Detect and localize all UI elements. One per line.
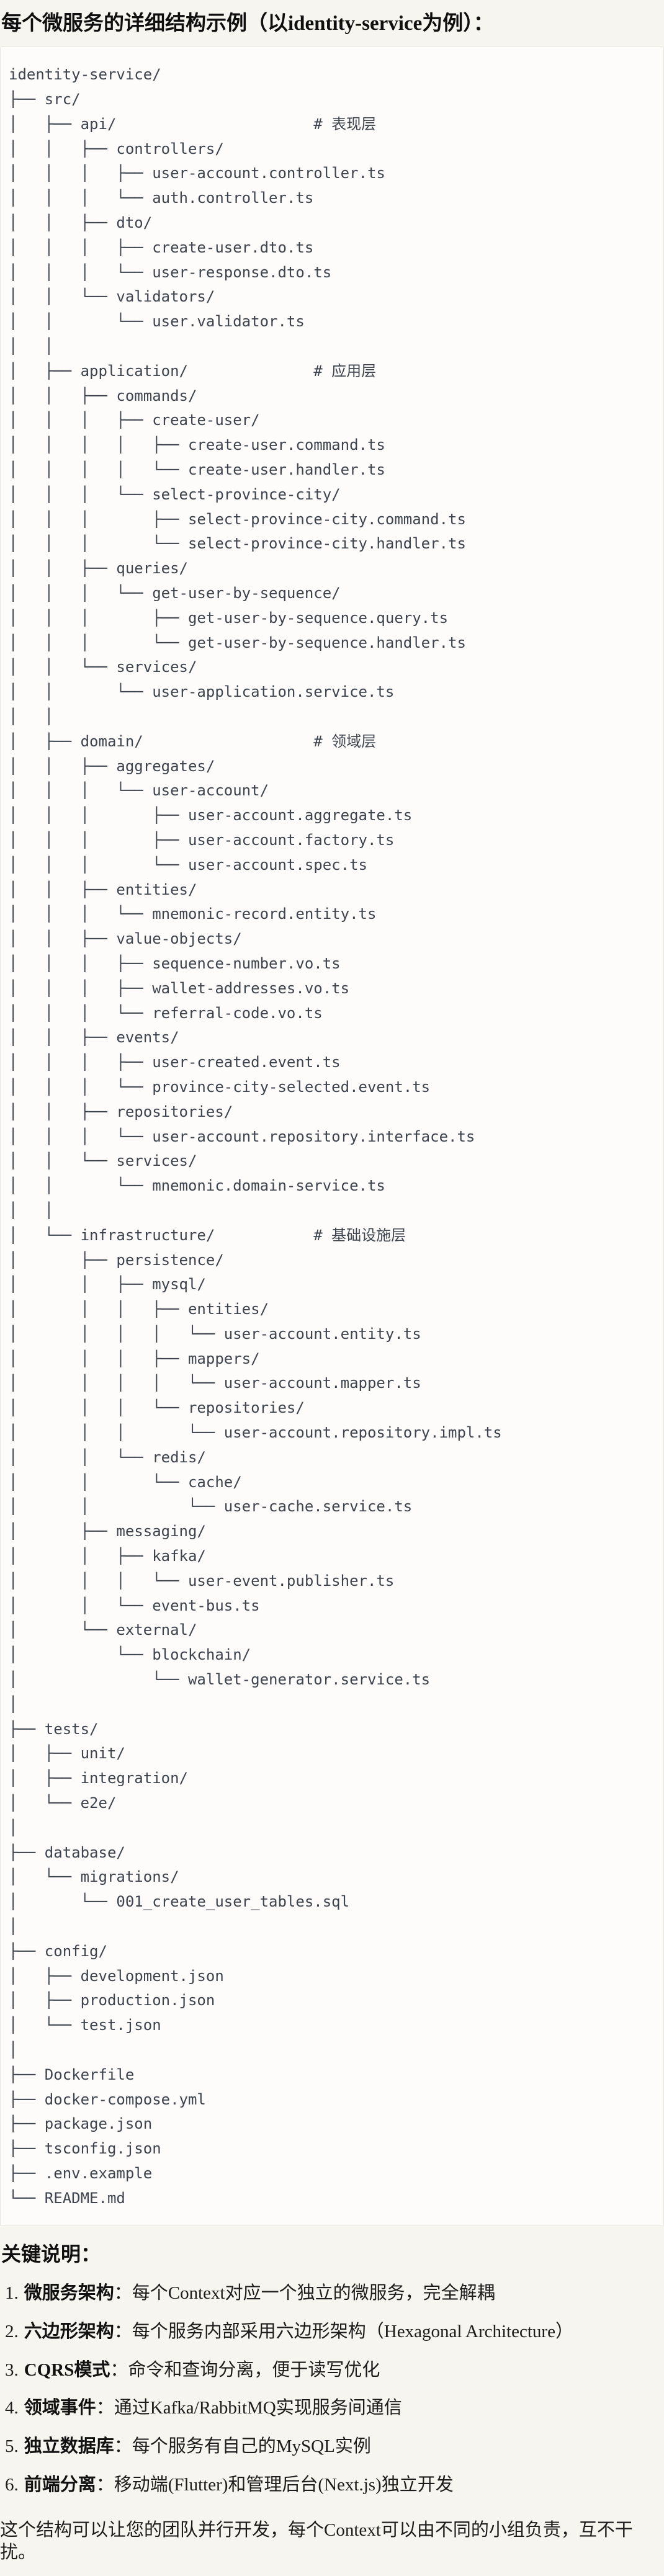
item-number: 2. [5,2321,19,2341]
list-item: 2.六边形架构：每个服务内部采用六边形架构（Hexagonal Architec… [5,2321,664,2343]
item-label: 前端分离 [24,2474,96,2495]
list-item: 3.CQRS模式：命令和查询分离，便于读写优化 [5,2359,664,2381]
item-number: 6. [5,2474,19,2495]
code-block: identity-service/ ├── src/ │ ├── api/ # … [0,47,664,2226]
item-label: 六边形架构 [24,2321,114,2341]
notes-heading: 关键说明： [1,2242,101,2265]
notes-list: 1.微服务架构：每个Context对应一个独立的微服务，完全解耦 2.六边形架构… [0,2283,664,2496]
item-number: 3. [5,2359,19,2380]
item-text: ：命令和查询分离，便于读写优化 [110,2359,380,2380]
item-label: CQRS模式 [24,2359,110,2380]
item-label: 领域事件 [24,2398,96,2418]
list-item: 5.独立数据库：每个服务有自己的MySQL实例 [5,2436,664,2457]
item-number: 4. [5,2398,19,2418]
item-text: ：每个Context对应一个独立的微服务，完全解耦 [114,2283,495,2303]
item-text: ：每个服务内部采用六边形架构（Hexagonal Architecture） [114,2321,573,2341]
item-number: 1. [5,2283,19,2303]
item-label: 独立数据库 [24,2436,114,2457]
list-item: 1.微服务架构：每个Context对应一个独立的微服务，完全解耦 [5,2283,664,2304]
item-text: ：移动端(Flutter)和管理后台(Next.js)独立开发 [96,2474,454,2495]
item-text: ：每个服务有自己的MySQL实例 [114,2436,371,2457]
list-item: 6.前端分离：移动端(Flutter)和管理后台(Next.js)独立开发 [5,2474,664,2496]
item-number: 5. [5,2436,19,2457]
item-text: ：通过Kafka/RabbitMQ实现服务间通信 [96,2398,402,2418]
closing-paragraph: 这个结构可以让您的团队并行开发，每个Context可以由不同的小组负责，互不干扰… [0,2520,633,2562]
directory-tree: identity-service/ ├── src/ │ ├── api/ # … [9,66,502,2207]
list-item: 4.领域事件：通过Kafka/RabbitMQ实现服务间通信 [5,2397,664,2419]
page-title: 每个微服务的详细结构示例（以identity-service为例）： [1,12,494,35]
item-label: 微服务架构 [24,2283,114,2303]
